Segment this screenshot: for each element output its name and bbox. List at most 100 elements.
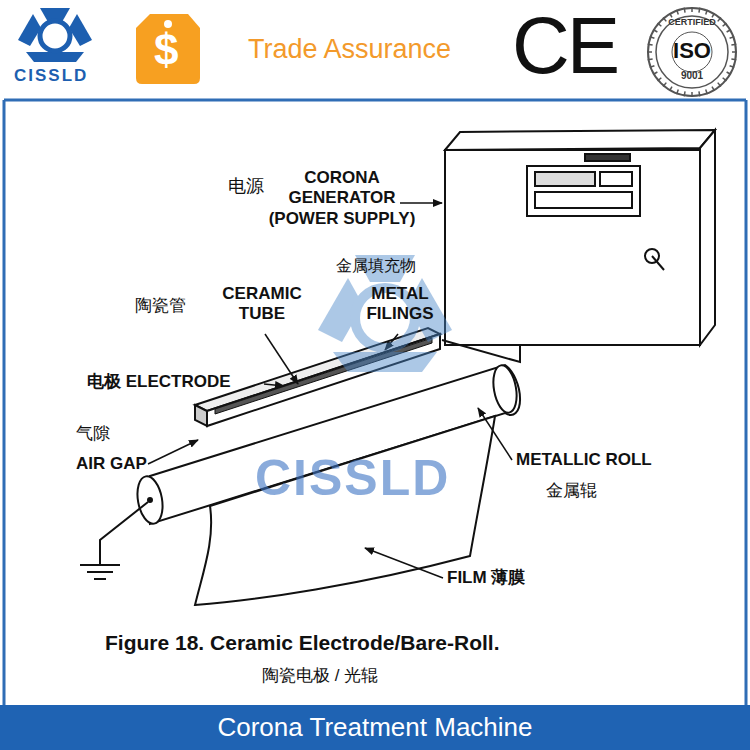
part-label: CERAMIC TUBE <box>212 284 312 325</box>
iso-seal <box>718 83 721 87</box>
part-label: 电源 <box>228 176 264 198</box>
iso-seal <box>647 7 737 97</box>
seal-text: 9001 <box>660 70 724 82</box>
corona-generator-cabinet <box>445 150 700 345</box>
logo-text: CISSLD <box>14 66 88 86</box>
iso-seal <box>650 66 655 68</box>
frame <box>4 100 746 705</box>
title-band: Corona Treatment Machine <box>0 705 750 750</box>
watermark-logo <box>318 255 452 372</box>
watermark-logo <box>333 352 437 372</box>
ground-symbol <box>87 571 113 573</box>
part-label: METALLIC ROLL <box>516 450 652 470</box>
iso-seal <box>712 87 715 91</box>
iso-seal <box>723 23 727 26</box>
watermark: CISSLD <box>255 448 450 508</box>
iso-seal <box>670 87 673 91</box>
metallic-roll <box>148 498 152 502</box>
iso-seal <box>718 18 721 22</box>
ground-symbol <box>80 564 120 566</box>
band-text: Corona Treatment Machine <box>217 712 532 743</box>
price-symbol: $ <box>154 24 178 77</box>
part-label: 电极 ELECTRODE <box>87 372 231 392</box>
price-tag <box>136 14 200 84</box>
leader-arrow <box>148 440 198 464</box>
iso-seal <box>656 16 728 88</box>
iso-seal <box>647 51 652 53</box>
part-label: 陶瓷管 <box>135 296 186 316</box>
iso-seal <box>732 51 737 53</box>
corona-generator-cabinet <box>535 192 632 208</box>
power-cable <box>442 340 520 362</box>
corona-generator-cabinet <box>585 154 630 161</box>
iso-seal <box>650 37 655 39</box>
price-tag <box>136 14 200 84</box>
corona-generator-cabinet <box>527 166 640 216</box>
iso-seal <box>677 90 679 95</box>
iso-seal <box>706 90 708 95</box>
company-logo <box>40 21 70 51</box>
part-label: METAL FILINGS <box>356 284 444 325</box>
leader-arrow <box>478 408 512 460</box>
iso-seal <box>731 58 736 60</box>
seal-text: ISO <box>660 38 724 64</box>
leader-arrow <box>264 384 284 386</box>
ceramic-electrode <box>207 334 440 426</box>
seal-text: CERTIFIED <box>660 17 724 28</box>
part-label: 金属辊 <box>546 481 597 501</box>
company-logo <box>18 8 92 62</box>
corona-generator-cabinet <box>652 256 664 270</box>
leader-arrow <box>265 334 298 384</box>
corona-generator-cabinet <box>535 172 595 186</box>
ground-symbol <box>94 578 106 580</box>
figure-caption: Figure 18. Ceramic Electrode/Bare-Roll. <box>105 630 499 655</box>
iso-seal <box>727 30 731 33</box>
ground-symbol <box>80 502 148 579</box>
metallic-roll <box>490 363 520 414</box>
iso-seal <box>691 7 693 12</box>
metallic-roll <box>134 474 166 525</box>
corona-generator-cabinet <box>600 172 632 186</box>
iso-seal <box>706 10 708 15</box>
trade-assurance: Trade Assurance <box>248 33 451 65</box>
part-label: AIR GAP <box>76 454 147 474</box>
part-label: FILM 薄膜 <box>447 568 525 588</box>
part-label: 金属填充物 <box>336 256 416 275</box>
ground-symbol <box>100 502 148 565</box>
part-label: CORONA GENERATOR (POWER SUPPLY) <box>262 168 422 229</box>
iso-seal <box>712 13 715 17</box>
iso-seal <box>698 91 700 96</box>
iso-seal <box>648 58 653 60</box>
iso-seal <box>677 10 679 15</box>
iso-seal <box>730 37 735 39</box>
iso-seal <box>698 8 700 13</box>
corona-generator-cabinet <box>445 130 715 345</box>
ceramic-electrode <box>195 405 207 426</box>
iso-seal <box>691 92 693 97</box>
iso-seal <box>648 8 736 96</box>
iso-seal <box>653 30 657 33</box>
iso-seal <box>730 66 735 68</box>
iso-seal <box>731 43 736 45</box>
iso-seal <box>683 8 685 13</box>
iso-seal <box>663 18 666 22</box>
frame <box>3 100 6 705</box>
frame <box>745 100 748 705</box>
company-logo <box>18 14 41 46</box>
ce-mark: CE <box>512 6 617 86</box>
leader-arrow <box>365 548 443 578</box>
iso-seal <box>653 72 657 75</box>
leader-arrow <box>400 202 442 204</box>
iso-seal <box>727 72 731 75</box>
corona-generator-cabinet <box>700 130 715 345</box>
iso-seal <box>658 23 662 26</box>
iso-seal <box>683 91 685 96</box>
iso-seal <box>663 83 666 87</box>
iso-seal <box>658 78 662 81</box>
iso-seal <box>648 43 653 45</box>
company-logo <box>69 14 92 46</box>
iso-seal <box>670 13 673 17</box>
frame <box>4 99 746 102</box>
iso-seal <box>723 78 727 81</box>
corona-generator-cabinet <box>445 130 715 150</box>
